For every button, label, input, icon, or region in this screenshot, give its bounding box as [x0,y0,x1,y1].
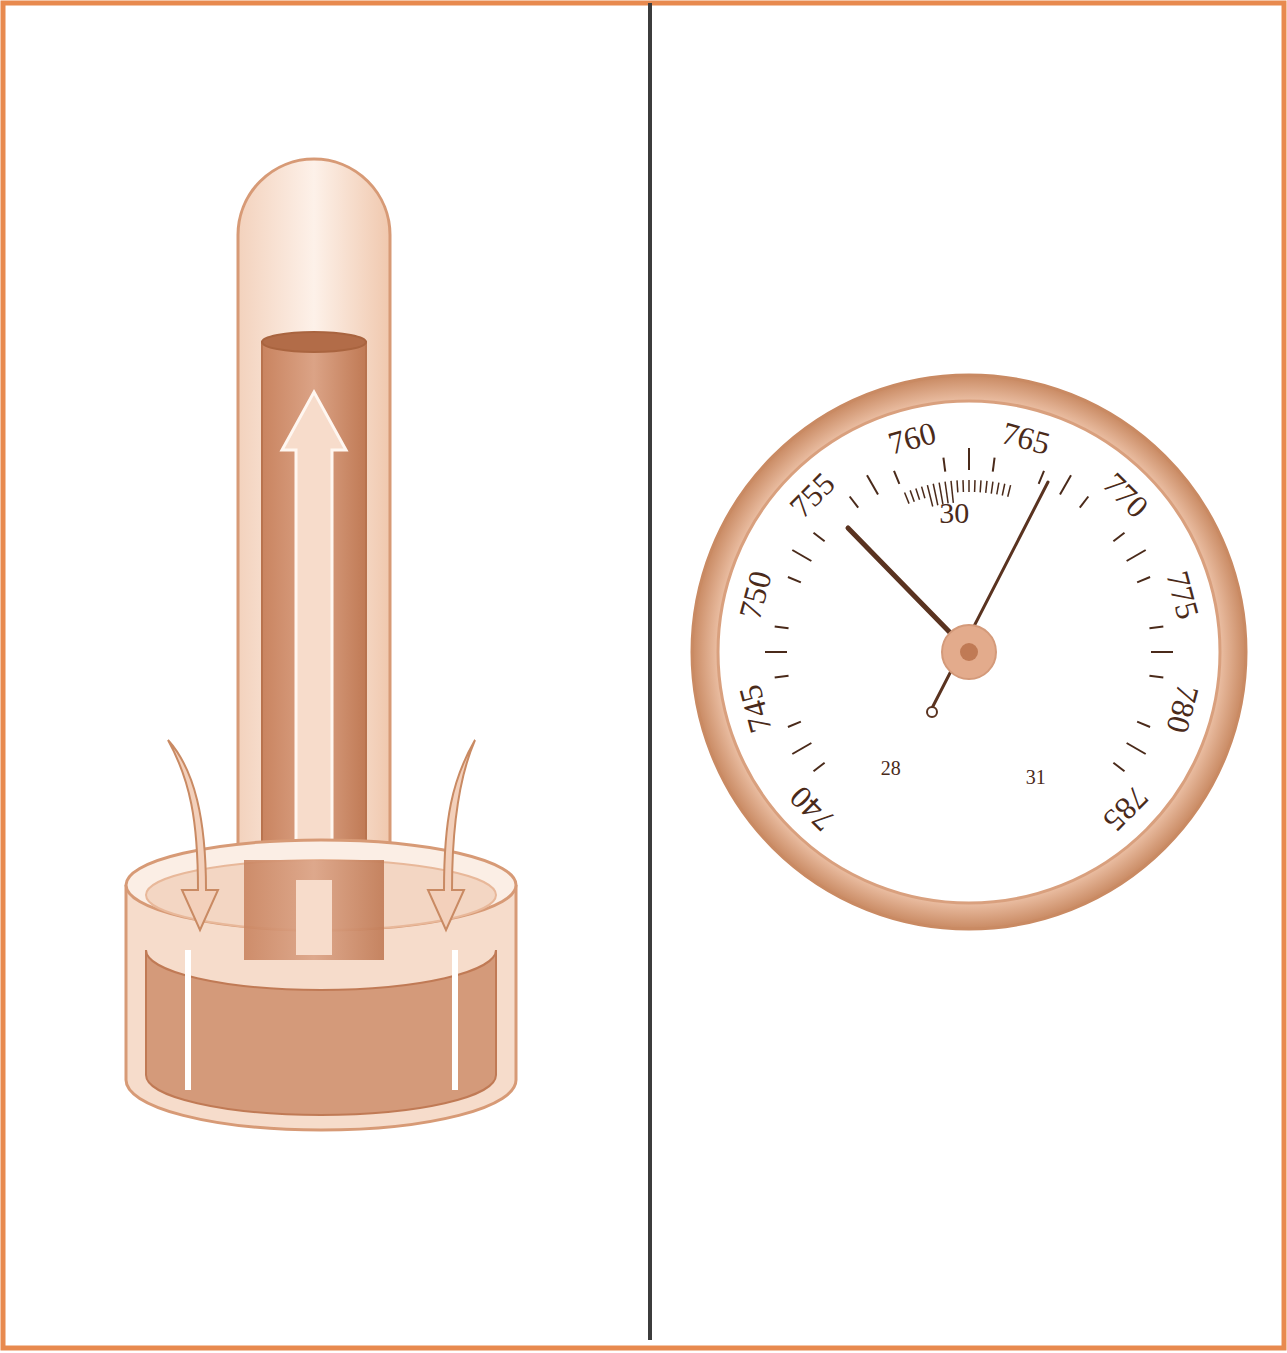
fine-tick [974,480,976,492]
scale-number: 760 [884,416,939,459]
scale-number: 755 [784,467,841,524]
scale-tick [1137,577,1150,582]
fine-tick [910,490,914,501]
scale-tick [1149,626,1163,628]
divider [648,3,652,1340]
scale-number: 775 [1162,567,1205,622]
scale-number: 765 [999,416,1054,459]
fine-tick [927,485,932,506]
scale-number: 740 [784,781,841,838]
scale-tick [814,533,825,542]
fine-tick [956,480,958,492]
scale-tick [1113,763,1124,772]
scale-tick [1113,533,1124,542]
scale-tick [968,448,970,470]
scale-tick [775,626,789,628]
inch-number: 28 [881,758,901,778]
fine-tick [991,482,993,494]
fine-tick [968,480,970,492]
scale-tick [1060,475,1071,494]
scale-tick [1039,471,1044,484]
frame [3,3,1284,1348]
fine-tick [997,483,999,495]
scale-number: 780 [1162,682,1205,737]
fine-tick [962,480,964,492]
scale-tick [850,497,859,508]
fine-tick [979,480,981,492]
mercury-barometer [126,159,516,1130]
scale-tick [943,458,945,472]
fine-tick [986,481,987,493]
dial-face: 760 765 755 30 770 750 775 745 780 28 31 740 785 [692,375,1246,929]
scale-tick [814,763,825,772]
scale-number: 785 [1098,781,1155,838]
scale-number: 30 [939,498,969,528]
inch-number: 31 [1026,767,1046,787]
scale-tick [775,676,789,678]
fine-tick [905,493,909,504]
scale-number: 770 [1098,467,1155,524]
scale-tick [1080,497,1089,508]
scale-tick [1137,722,1150,727]
fine-tick [916,488,920,499]
scale-number: 750 [733,567,776,622]
scale-tick [788,722,801,727]
scale-tick [894,471,899,484]
scale-tick [792,743,811,754]
fine-tick [1008,485,1011,497]
scale-tick [765,651,787,653]
fine-tick [933,484,938,506]
fine-tick [922,487,925,499]
scale-tick [792,550,811,561]
scale-tick [1149,676,1163,678]
scale-tick [1127,743,1146,754]
scale-tick [1127,550,1146,561]
scale-number: 745 [733,682,776,737]
scale-tick [1151,651,1173,653]
scale-tick [993,458,995,472]
fine-tick [1002,484,1004,496]
scale-tick [788,577,801,582]
scale-tick [867,475,878,494]
aneroid-dial [692,375,1246,929]
